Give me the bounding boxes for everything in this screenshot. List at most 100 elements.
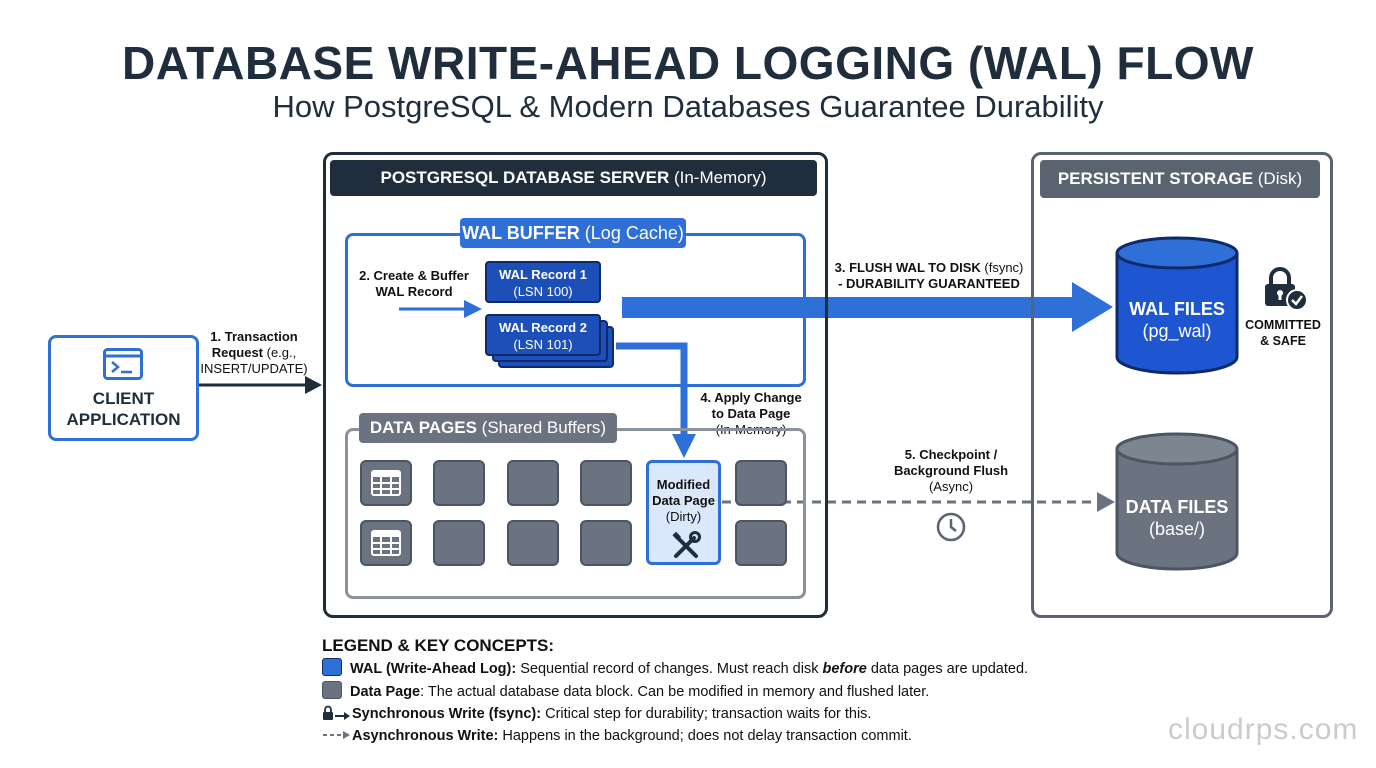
storage-header-bold: PERSISTENT STORAGE	[1057, 169, 1254, 188]
legend-item-datapage: Data Page: The actual database data bloc…	[322, 681, 929, 701]
wal-record-1-name: WAL Record 1	[499, 267, 587, 282]
table-icon	[371, 470, 401, 496]
data-pages-header-bold: DATA PAGES	[369, 418, 477, 437]
data-page-tile	[735, 460, 787, 506]
step1-label: 1. Transaction Request (e.g., INSERT/UPD…	[196, 329, 312, 377]
data-page-tile	[433, 520, 485, 566]
tools-icon	[672, 531, 701, 558]
legend-wal-desc-a: Sequential record of changes. Must reach…	[516, 661, 823, 677]
data-page-tile	[735, 520, 787, 566]
step3-line1-bold: 3. FLUSH WAL TO DISK	[834, 260, 981, 275]
create-wal-record-arrow	[399, 300, 482, 318]
data-pages-box	[345, 428, 806, 599]
step2-label: 2. Create & Buffer WAL Record	[352, 268, 476, 300]
legend-datapage-desc: : The actual database data block. Can be…	[420, 684, 930, 700]
dashed-arrow-icon	[323, 731, 350, 739]
modified-data-page: Modified Data Page (Dirty)	[646, 460, 721, 565]
wal-record-2-lsn: (LSN 101)	[513, 337, 573, 352]
wal-files-cylinder	[1115, 236, 1239, 375]
client-line1: CLIENT	[92, 389, 155, 408]
wal-record-2-name: WAL Record 2	[499, 320, 587, 335]
step3-line2: - DURABILITY GUARANTEED	[838, 276, 1020, 291]
step2-line1: 2. Create & Buffer	[359, 268, 469, 283]
step5-line1: 5. Checkpoint /	[904, 447, 998, 462]
terminal-icon	[103, 348, 143, 380]
step3-label: 3. FLUSH WAL TO DISK (fsync) - DURABILIT…	[818, 260, 1040, 292]
data-page-tile	[580, 520, 632, 566]
legend-item-sync: Synchronous Write (fsync): Critical step…	[322, 704, 871, 724]
step5-line3: (Async)	[928, 479, 974, 494]
clock-icon	[936, 512, 966, 542]
data-page-tile	[580, 460, 632, 506]
client-line2: APPLICATION	[66, 410, 181, 429]
database-server-box	[323, 152, 828, 618]
storage-header: PERSISTENT STORAGE (Disk)	[1040, 160, 1320, 198]
legend-async-term: Asynchronous Write:	[352, 728, 499, 744]
step1-line3: INSERT/UPDATE)	[200, 361, 308, 376]
data-page-tile	[507, 520, 559, 566]
data-pages-header: DATA PAGES (Shared Buffers)	[359, 413, 617, 443]
server-header-rest: (In-Memory)	[669, 168, 767, 187]
step5-line2: Background Flush	[893, 463, 1009, 478]
table-icon	[371, 530, 401, 556]
wal-files-line2: (pg_wal)	[1142, 321, 1212, 341]
legend-datapage-term: Data Page	[350, 684, 421, 700]
storage-header-rest: (Disk)	[1253, 169, 1303, 188]
committed-line2: & SAFE	[1260, 334, 1306, 348]
wal-buffer-header: WAL BUFFER (Log Cache)	[460, 218, 686, 248]
apply-change-arrow	[616, 342, 696, 458]
wal-record-1: WAL Record 1 (LSN 100)	[485, 261, 601, 303]
diagram-title: DATABASE WRITE-AHEAD LOGGING (WAL) FLOW	[122, 37, 1254, 89]
wal-files-line1: WAL FILES	[1129, 299, 1225, 319]
wal-buffer-header-bold: WAL BUFFER	[462, 223, 580, 243]
data-files-line1: DATA FILES	[1125, 497, 1229, 517]
step5-label: 5. Checkpoint / Background Flush (Async)	[884, 447, 1018, 495]
wal-files-label: WAL FILES (pg_wal)	[1114, 298, 1240, 342]
wal-swatch	[322, 658, 342, 676]
step1-line2-rest: (e.g.,	[263, 345, 297, 360]
lock-arrow-icon	[323, 705, 350, 720]
diagram-subtitle: How PostgreSQL & Modern Databases Guaran…	[272, 89, 1104, 124]
legend-sync-term: Synchronous Write (fsync):	[352, 706, 542, 722]
data-page-tile	[360, 520, 412, 566]
wal-buffer-header-rest: (Log Cache)	[579, 223, 684, 243]
step3-line1-rest: (fsync)	[980, 260, 1024, 275]
data-files-line2: (base/)	[1148, 519, 1206, 539]
modified-page-line2: Data Page	[652, 493, 715, 508]
legend-item-wal: WAL (Write-Ahead Log): Sequential record…	[322, 658, 1028, 678]
client-application-box: CLIENT APPLICATION	[48, 335, 199, 441]
data-pages-header-rest: (Shared Buffers)	[476, 418, 607, 437]
modified-page-line1: Modified	[656, 477, 711, 492]
wal-record-1-lsn: (LSN 100)	[513, 284, 573, 299]
data-page-tile	[507, 460, 559, 506]
modified-page-label: Modified Data Page (Dirty)	[649, 477, 718, 525]
transaction-request-arrow	[196, 376, 322, 394]
client-label: CLIENT APPLICATION	[51, 388, 196, 430]
server-header-bold: POSTGRESQL DATABASE SERVER	[380, 168, 670, 187]
step4-line1: 4. Apply Change	[700, 390, 802, 405]
step1-line2-bold: Request	[211, 345, 264, 360]
legend-sync-desc: Critical step for durability; transactio…	[541, 706, 872, 722]
data-files-cylinder	[1115, 432, 1239, 571]
legend-wal-desc-b: data pages are updated.	[866, 661, 1029, 677]
data-page-swatch	[322, 681, 342, 699]
legend-wal-desc-em: before	[822, 661, 867, 677]
flush-wal-arrow	[622, 282, 1113, 332]
legend-title: LEGEND & KEY CONCEPTS:	[322, 636, 555, 655]
step4-line2: to Data Page	[711, 406, 791, 421]
legend-wal-term: WAL (Write-Ahead Log):	[350, 661, 517, 677]
lock-check-icon	[1265, 267, 1308, 311]
wal-record-2: WAL Record 2 (LSN 101)	[485, 314, 601, 356]
data-page-tile	[433, 460, 485, 506]
legend-async-desc: Happens in the background; does not dela…	[498, 728, 912, 744]
legend-item-async: Asynchronous Write: Happens in the backg…	[322, 726, 912, 746]
committed-line1: COMMITTED	[1245, 318, 1321, 332]
step1-line1: 1. Transaction	[210, 329, 298, 344]
step2-line2: WAL Record	[375, 284, 453, 299]
data-files-label: DATA FILES (base/)	[1114, 496, 1240, 540]
committed-label: COMMITTED & SAFE	[1238, 317, 1328, 349]
watermark: cloudrps.com	[1168, 713, 1359, 746]
modified-page-line3: (Dirty)	[665, 509, 702, 524]
data-page-tile	[360, 460, 412, 506]
persistent-storage-box	[1031, 152, 1333, 618]
